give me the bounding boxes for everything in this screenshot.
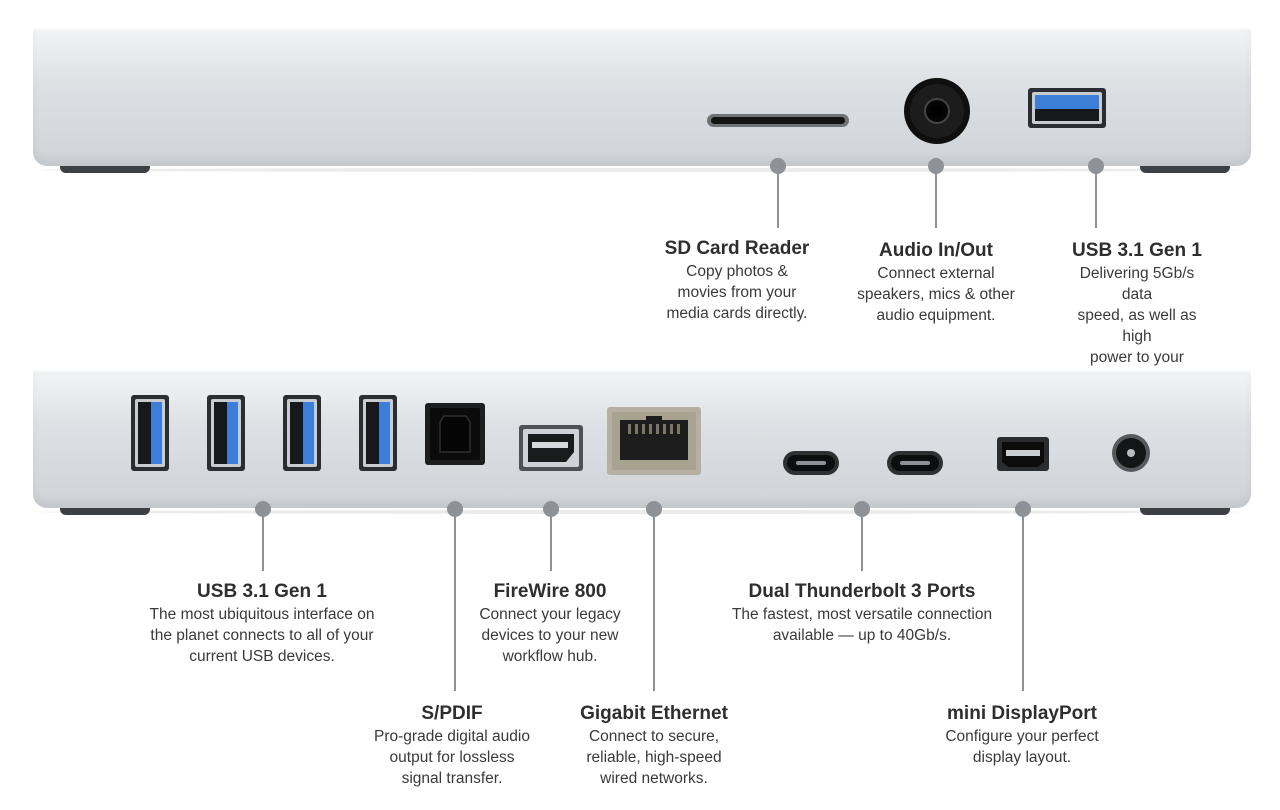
callout-spdif: S/PDIF Pro-grade digital audio output fo… (374, 703, 530, 789)
callout-title: Gigabit Ethernet (580, 703, 728, 724)
dock-foot-right (1140, 166, 1230, 173)
callout-description: Copy photos & movies from your media car… (666, 263, 808, 322)
dock-foot-left (60, 508, 150, 515)
usb-a-port-icon (359, 395, 397, 471)
power-jack-icon (1112, 434, 1150, 472)
callout-usb-front: USB 3.1 Gen 1 Delivering 5Gb/s data spee… (1066, 240, 1209, 389)
callout-thunderbolt-3: Dual Thunderbolt 3 Ports The fastest, mo… (732, 581, 992, 646)
callout-mini-displayport: mini DisplayPort Configure your perfect … (945, 703, 1098, 768)
mini-displayport-icon (997, 437, 1049, 471)
callout-line (1022, 509, 1024, 691)
usb-a-port-icon (283, 395, 321, 471)
callout-title: mini DisplayPort (947, 703, 1097, 724)
callout-description: Connect your legacy devices to your new … (479, 606, 621, 665)
usb-a-port-icon (207, 395, 245, 471)
callout-title: USB 3.1 Gen 1 (197, 581, 327, 602)
callout-title: Audio In/Out (879, 240, 993, 261)
callout-line (1095, 166, 1097, 228)
callout-description: Connect external speakers, mics & other … (857, 265, 1015, 324)
usb-a-port-icon (1028, 88, 1106, 128)
callout-title: FireWire 800 (493, 581, 607, 602)
thunderbolt-port-icon (887, 451, 943, 475)
callout-line (777, 166, 779, 228)
callout-description: The fastest, most versatile connection a… (731, 606, 993, 644)
dock-foot-right (1140, 508, 1230, 515)
thunderbolt-port-icon (783, 451, 839, 475)
callout-description: Pro-grade digital audio output for lossl… (374, 728, 530, 787)
callout-title: Dual Thunderbolt 3 Ports (748, 581, 976, 602)
callout-title: S/PDIF (421, 703, 483, 724)
audio-jack-icon (904, 78, 970, 144)
callout-line (454, 509, 456, 691)
usb-a-port-icon (131, 395, 169, 471)
spdif-port-icon (425, 403, 485, 465)
callout-line (861, 509, 863, 571)
dock-shadow (40, 168, 1240, 172)
callout-description: The most ubiquitous interface on the pla… (149, 606, 375, 665)
sd-card-slot-icon (707, 114, 849, 127)
callout-line (653, 509, 655, 691)
callout-sd-card-reader: SD Card Reader Copy photos & movies from… (665, 238, 810, 324)
dock-foot-left (60, 166, 150, 173)
callout-usb-rear: USB 3.1 Gen 1 The most ubiquitous interf… (150, 581, 375, 667)
ethernet-port-icon (607, 407, 701, 475)
callout-line (262, 509, 264, 571)
firewire-port-icon (519, 425, 583, 471)
callout-description: Connect to secure, reliable, high-speed … (586, 728, 722, 787)
callout-firewire-800: FireWire 800 Connect your legacy devices… (479, 581, 620, 667)
callout-title: SD Card Reader (664, 238, 810, 259)
callout-line (935, 166, 937, 228)
callout-audio-in-out: Audio In/Out Connect external speakers, … (857, 240, 1015, 326)
dock-shadow (40, 510, 1240, 514)
callout-gigabit-ethernet: Gigabit Ethernet Connect to secure, reli… (580, 703, 728, 789)
callout-description: Configure your perfect display layout. (945, 728, 1099, 766)
callout-title: USB 3.1 Gen 1 (1072, 240, 1202, 261)
callout-line (550, 509, 552, 571)
